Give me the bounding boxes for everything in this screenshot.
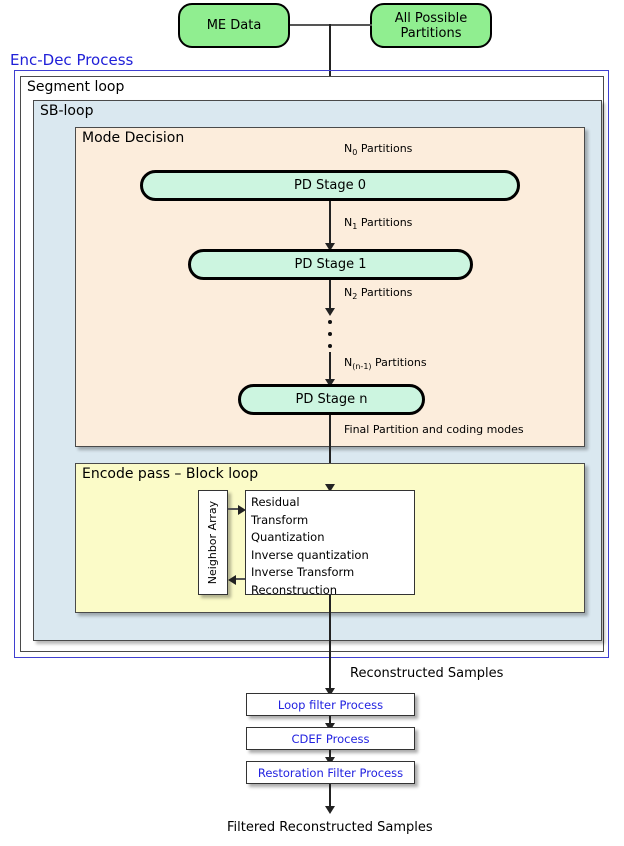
mode-decision-label: Mode Decision (82, 130, 185, 146)
loop-filter-process-label: Loop filter Process (277, 697, 384, 712)
arrowhead-into-block-ops (325, 484, 335, 492)
line-pd1-to-dots (329, 280, 331, 310)
line-dots-to-pdn (329, 352, 331, 382)
enc-dec-process-frame (14, 70, 609, 658)
block-op-item: Inverse Transform (251, 565, 355, 579)
arrowhead-output (325, 806, 335, 814)
block-op-item: Inverse quantization (251, 547, 369, 562)
neighbor-to-ops-line (228, 508, 240, 510)
enc-dec-process-title: Enc-Dec Process (10, 51, 134, 69)
edge-label-n0: N0 Partitions (344, 142, 413, 158)
me-data-connector-line (290, 24, 332, 26)
all-partitions-connector-line (330, 24, 372, 26)
ellipsis-dot (328, 332, 332, 336)
line-cdef-to-restoration (329, 750, 331, 761)
pd-stage-n-box[interactable]: PD Stage n (238, 384, 425, 415)
arrowhead-dots (325, 308, 335, 316)
ellipsis-dot (328, 320, 332, 324)
pd-stage-0-label: PD Stage 0 (294, 178, 366, 193)
edge-label-reconstructed-samples: Reconstructed Samples (350, 666, 504, 681)
restoration-filter-process-box[interactable]: Restoration Filter Process (246, 761, 415, 784)
pd-stage-1-box[interactable]: PD Stage 1 (188, 249, 473, 280)
encode-pass-label: Encode pass – Block loop (82, 466, 259, 482)
neighbor-array-box[interactable]: Neighbor Array (198, 490, 228, 595)
block-op-item: Transform (251, 512, 309, 527)
ops-to-neighbor-line (232, 578, 246, 580)
pd-stage-0-box[interactable]: PD Stage 0 (140, 170, 520, 201)
block-operations-list: Residual Transform Quantization Inverse … (246, 491, 414, 599)
block-op-item: Residual (251, 495, 300, 509)
line-restoration-to-output (329, 784, 331, 810)
sb-loop-label: SB-loop (40, 103, 94, 119)
neighbor-to-ops-arrowhead (238, 505, 246, 515)
arrowhead-pd1 (325, 243, 335, 251)
neighbor-array-label: Neighbor Array (206, 500, 220, 585)
me-data-terminator[interactable]: ME Data (178, 3, 290, 48)
arrowhead-pdn (325, 379, 335, 387)
ellipsis-dot (328, 344, 332, 348)
line-pd0-to-pd1 (329, 201, 331, 245)
arrowhead-loop-filter (325, 688, 335, 696)
pd-stage-n-label: PD Stage n (295, 392, 368, 407)
line-pdn-to-encode-pass (329, 415, 331, 490)
output-label-filtered-reconstructed-samples: Filtered Reconstructed Samples (227, 820, 433, 835)
line-loop-filter-to-cdef (329, 716, 331, 727)
block-op-item: Quantization (251, 530, 325, 544)
ellipsis-dots (328, 320, 332, 348)
block-operations-box[interactable]: Residual Transform Quantization Inverse … (245, 490, 415, 597)
edge-label-n-minus-1: N(n-1) Partitions (344, 356, 427, 372)
restoration-filter-process-label: Restoration Filter Process (257, 765, 404, 780)
edge-label-n2: N2 Partitions (344, 286, 413, 302)
pd-stage-1-label: PD Stage 1 (294, 257, 367, 272)
me-data-label: ME Data (206, 18, 262, 33)
edge-label-n1: N1 Partitions (344, 216, 413, 232)
cdef-process-label: CDEF Process (291, 731, 370, 746)
all-possible-partitions-terminator[interactable]: All Possible Partitions (370, 3, 492, 48)
ops-to-neighbor-arrowhead (228, 575, 236, 585)
loop-filter-process-box[interactable]: Loop filter Process (246, 693, 415, 716)
line-encode-pass-to-loop-filter (329, 595, 331, 692)
all-possible-partitions-label: All Possible Partitions (394, 10, 468, 41)
cdef-process-box[interactable]: CDEF Process (246, 727, 415, 750)
segment-loop-label: Segment loop (27, 79, 125, 95)
edge-label-final-partition: Final Partition and coding modes (344, 423, 524, 436)
block-op-item: Reconstruction (251, 582, 338, 597)
